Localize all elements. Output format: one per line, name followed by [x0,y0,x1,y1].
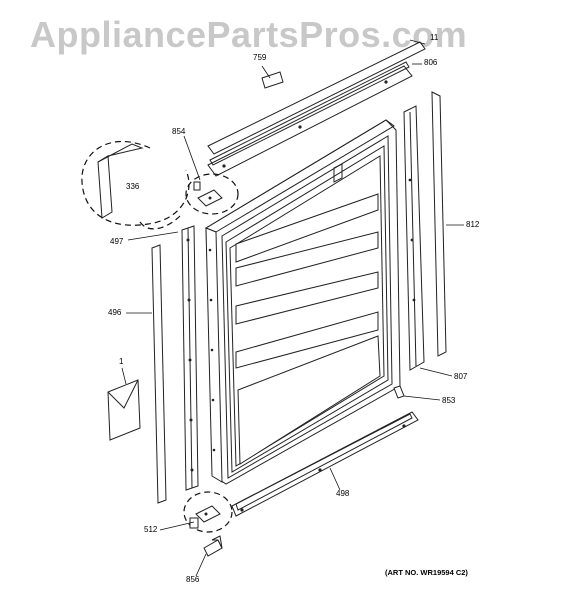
art-number-note: (ART NO. WR19594 C2) [385,568,468,577]
watermark-logo: AppliancePartsPros.com [30,14,468,55]
callout-1: 1 [119,357,124,366]
part-498-bottom-trim [231,411,419,517]
part-336-detail [81,140,190,230]
callout-853: 853 [442,396,456,405]
part-856-clip [203,535,223,557]
callout-759: 759 [253,53,267,62]
part-496-left-strip [151,244,167,504]
callout-498: 498 [336,489,350,498]
callout-854: 854 [172,127,186,136]
part-807-right-rail [403,105,425,371]
callout-11: 11 [430,33,439,42]
door-assembly [204,119,401,485]
callout-812: 812 [466,220,480,229]
callout-512: 512 [144,525,158,534]
part-11-top-strip [207,41,426,155]
callout-497: 497 [110,237,124,246]
part-854-hinge-detail [185,173,239,215]
leader-lines [121,39,464,577]
part-1-booklet [107,379,141,441]
part-812-right-strip [431,91,447,357]
part-806-top-trim [207,61,413,177]
callout-496: 496 [108,308,122,317]
callout-806: 806 [424,58,438,67]
callout-807: 807 [454,372,468,381]
part-497-left-rail [181,225,199,491]
callout-336: 336 [126,182,140,191]
callout-856: 856 [186,575,200,584]
part-759-plate [261,71,284,89]
part-512-hinge-detail [183,491,233,533]
part-853-bracket [393,385,405,399]
